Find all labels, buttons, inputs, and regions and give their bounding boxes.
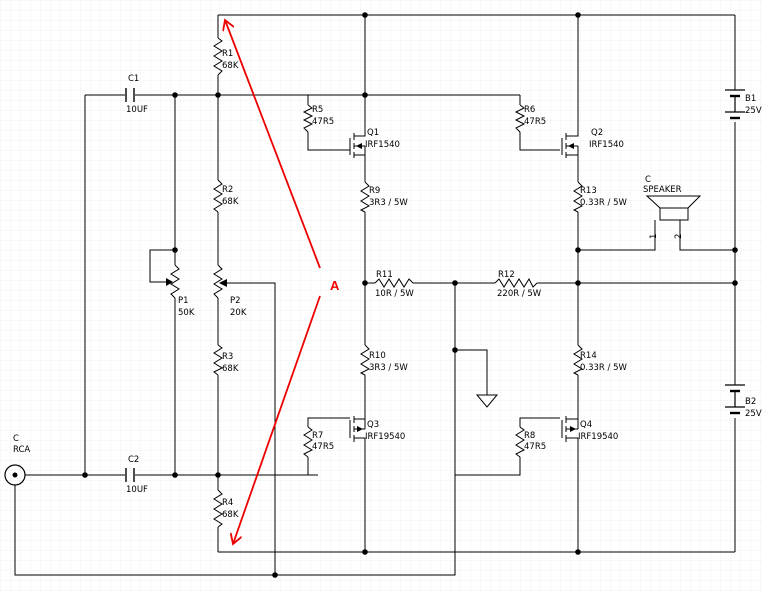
r13-value: 0.33R / 5W [580,198,628,208]
q4-arrow [570,426,576,432]
rca-connector [4,464,27,486]
r14-ref: R14 [580,351,597,361]
r4-ref: R4 [222,498,233,508]
p1-ref: P1 [178,296,189,306]
r5-value: 47R5 [312,117,334,127]
speaker-ref: C [645,175,651,185]
resistor-r10 [359,344,371,376]
resistor-r13 [572,181,584,213]
c2-ref: C2 [128,455,139,465]
annotation-arrow-down [233,295,321,544]
r6-value: 47R5 [524,117,546,127]
q1-arrow [356,143,362,149]
r3-value: 68K [222,364,239,374]
r3-ref: R3 [222,352,233,362]
resistor-r5 [302,104,314,133]
r12-ref: R12 [498,270,515,280]
p2-ref: P2 [230,296,241,306]
p2-wiper-arrow [219,279,227,287]
potentiometer-p2 [213,264,223,299]
speaker-value: SPEAKER [643,185,682,195]
annotation-arrows [225,20,321,544]
r6-ref: R6 [524,105,535,115]
r1-value: 68K [222,61,239,71]
r9-value: 3R3 / 5W [369,198,408,208]
r11-ref: R11 [376,270,393,280]
p1-value: 50K [178,308,195,318]
q3-arrow [357,426,363,432]
potentiometer-p1 [170,264,180,299]
junctions [82,12,738,578]
b2-value: 25V [745,409,762,419]
r8-value: 47R5 [524,442,546,452]
resistor-r1 [213,37,223,76]
labels: R1 68K R2 68K R3 68K R4 68K R5 47R5 R6 4… [13,49,762,520]
r11-value: 10R / 5W [375,289,414,299]
c1-value: 10UF [126,105,148,115]
resistor-r14 [572,344,584,376]
r14-value: 0.33R / 5W [580,363,628,373]
mosfet-q3 [349,416,366,445]
annotation-arrow-up [225,20,321,269]
speaker-symbol [645,195,702,228]
wires [14,14,736,576]
battery-b2 [725,384,745,415]
r12-value: 220R / 5W [497,289,542,299]
r4-value: 68K [222,510,239,520]
b1-value: 25V [745,106,762,116]
resistor-r4 [213,489,223,528]
q2-ref: Q2 [591,128,603,138]
q2-value: IRF1540 [589,140,624,150]
r2-ref: R2 [222,185,233,195]
q3-value: IRF19540 [365,432,405,442]
r7-ref: R7 [312,431,323,441]
resistor-r6 [514,104,526,133]
resistor-r8 [515,426,526,458]
ground-symbol [475,394,499,408]
rca-value: RCA [13,445,30,455]
q4-ref: Q4 [580,420,592,430]
rca-ref: C [13,434,19,444]
q2-arrow [568,143,574,149]
resistor-r11 [374,278,414,288]
annotation-label: A [330,278,340,293]
q1-ref: Q1 [367,128,379,138]
r2-value: 68K [222,197,239,207]
resistor-r2 [213,179,223,213]
r5-ref: R5 [312,105,323,115]
capacitor-c1 [125,88,135,102]
p2-value: 20K [230,308,247,318]
r10-ref: R10 [369,351,386,361]
speaker-pin1: 1 [649,234,659,239]
b1-ref: B1 [745,94,756,104]
c2-value: 10UF [126,485,148,495]
r8-ref: R8 [524,431,535,441]
resistor-r3 [213,344,224,376]
q3-ref: Q3 [367,420,379,430]
r13-ref: R13 [580,186,597,196]
resistor-r7 [303,426,314,458]
q4-value: IRF19540 [578,432,618,442]
resistor-r9 [359,181,371,213]
speaker-pin2: 2 [674,234,684,239]
b2-ref: B2 [745,397,756,407]
resistor-r12 [494,277,538,288]
q1-value: IRF1540 [365,140,400,150]
p1-wiper-arrow [166,278,173,286]
r7-value: 47R5 [312,442,334,452]
c1-ref: C1 [128,74,139,84]
battery-b1 [725,89,745,120]
r10-value: 3R3 / 5W [369,363,408,373]
capacitor-c2 [125,468,135,482]
r9-ref: R9 [369,186,380,196]
r1-ref: R1 [222,49,233,59]
